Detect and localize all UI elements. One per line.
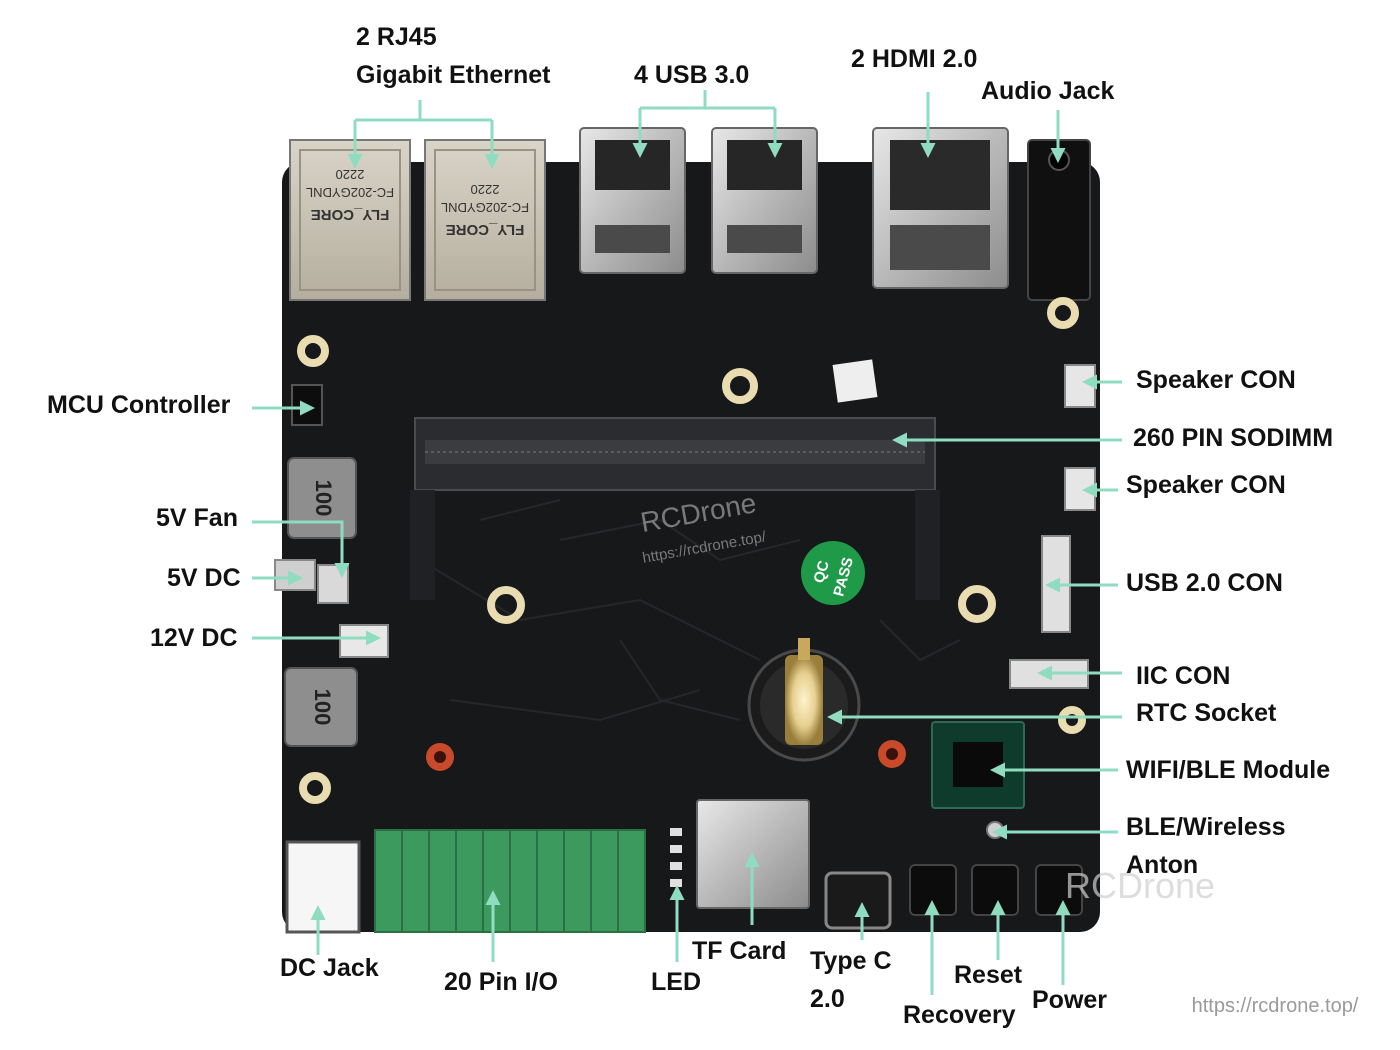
label-speaker-con-1: Speaker CON [1136, 366, 1296, 394]
dc-jack-body [285, 840, 361, 934]
label-ble-wireless: BLE/Wireless [1126, 813, 1286, 841]
watermark-url-corner: https://rcdrone.top/ [1192, 995, 1359, 1017]
label-usb3: 4 USB 3.0 [634, 61, 750, 89]
rj45-model-1: FC-202GYDNL [306, 185, 394, 200]
rj45-model-2: FC-202GYDNL [441, 200, 529, 215]
label-type-c-version: 2.0 [810, 985, 845, 1013]
rtc-coin-socket [747, 638, 861, 762]
label-20pin-io: 20 Pin I/O [444, 968, 558, 996]
terminal-block-20pin [374, 829, 646, 933]
label-reset: Reset [954, 961, 1023, 989]
label-rj45-count: 2 RJ45 [356, 23, 437, 51]
pcb-board [282, 162, 1100, 932]
label-hdmi: 2 HDMI 2.0 [851, 45, 978, 73]
power-button [1035, 864, 1083, 916]
label-iic-con: IIC CON [1136, 662, 1231, 690]
rj45-brand-2: FLY_CORE [446, 221, 525, 238]
speaker-connector-1 [1064, 364, 1096, 408]
mounting-holes [297, 297, 1086, 804]
label-speaker-con-2: Speaker CON [1126, 471, 1286, 499]
mcu-controller-header [291, 384, 323, 426]
label-fan-5v: 5V Fan [156, 504, 238, 532]
red-test-points [426, 740, 906, 771]
label-sodimm: 260 PIN SODIMM [1133, 424, 1334, 452]
ble-antenna-connector [986, 821, 1004, 839]
dc-12v-connector [339, 624, 389, 658]
pcb-traces [419, 499, 961, 722]
qc-text-1: QC [811, 559, 833, 585]
label-usb2-con: USB 2.0 CON [1126, 569, 1283, 597]
label-type-c: Type C [810, 947, 892, 975]
watermark-brand-corner: RCDrone [1065, 865, 1215, 906]
label-wifi-ble: WIFI/BLE Module [1126, 756, 1331, 784]
qr-label [832, 359, 878, 403]
label-recovery: Recovery [903, 1001, 1016, 1029]
qc-pass-sticker [801, 541, 865, 605]
rj45-brand-1: FLY_CORE [311, 206, 390, 223]
label-dc-5v: 5V DC [167, 564, 241, 592]
usb3-stack-2 [711, 127, 818, 274]
sodimm-slot [410, 417, 940, 600]
label-led: LED [651, 968, 701, 996]
led-array [670, 828, 682, 887]
dc-5v-connector [274, 559, 316, 591]
label-rj45-type: Gigabit Ethernet [356, 61, 551, 89]
rj45-code-1: 2220 [336, 167, 365, 182]
label-dc-12v: 12V DC [150, 624, 238, 652]
inductor-code-2: 100 [310, 689, 335, 726]
label-audio-jack: Audio Jack [981, 77, 1115, 105]
callout-lines [252, 90, 1122, 995]
type-c-port [824, 871, 892, 930]
label-power: Power [1032, 986, 1108, 1014]
wifi-ble-chip [953, 742, 1003, 787]
label-rtc-socket: RTC Socket [1136, 699, 1277, 727]
label-ble-anton: Anton [1126, 851, 1199, 879]
inductor-1: 100 [287, 457, 357, 539]
inductor-code-1: 100 [311, 480, 336, 517]
usb3-stack-1 [579, 127, 686, 274]
hdmi-stack [872, 127, 1009, 289]
inductor-2: 100 [284, 667, 358, 747]
label-tf-card: TF Card [692, 937, 787, 965]
reset-button [971, 864, 1019, 916]
rj45-code-2: 2220 [471, 182, 500, 197]
label-dc-jack: DC Jack [280, 954, 379, 982]
rj45-jack-2 [424, 139, 546, 301]
label-mcu: MCU Controller [47, 391, 231, 419]
